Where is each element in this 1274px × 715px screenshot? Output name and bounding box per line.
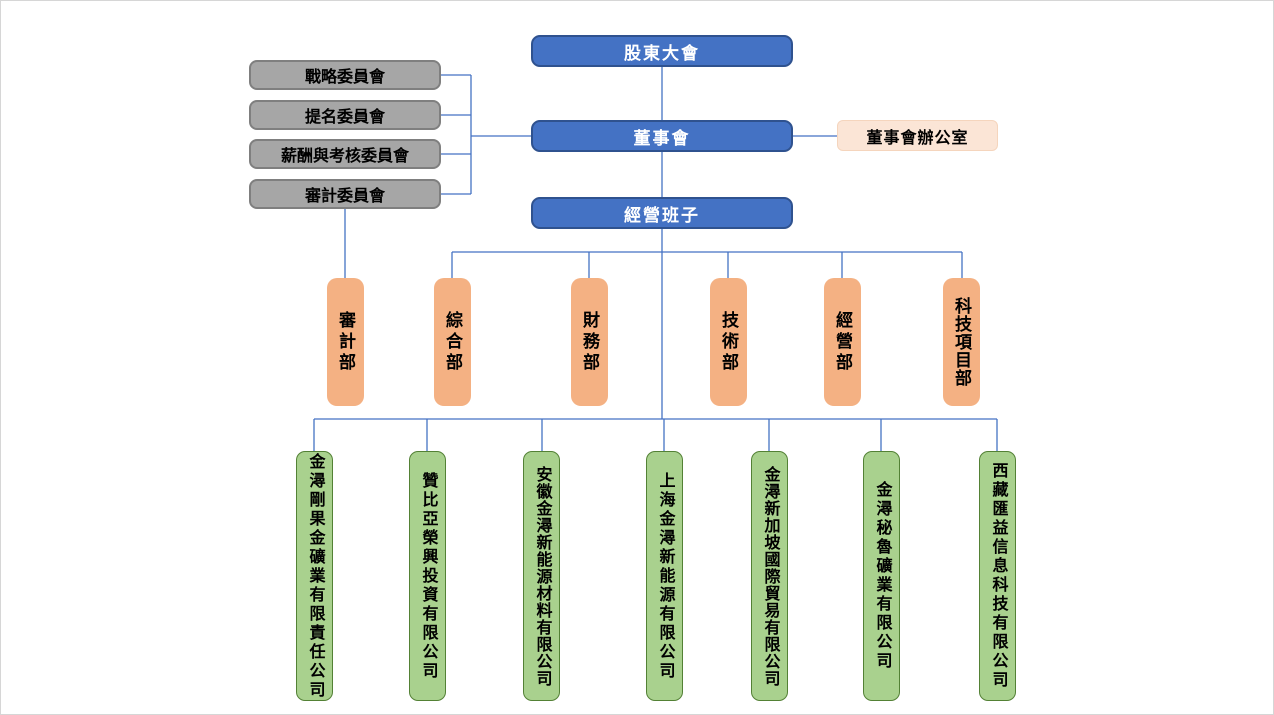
subsidiary-peru-mining: 金潯秘魯礦業有限公司 bbox=[863, 451, 900, 701]
node-label: 薪酬與考核委員會 bbox=[280, 148, 409, 165]
node-label: 戰略委員會 bbox=[304, 69, 385, 86]
dept-general: 綜合部 bbox=[434, 278, 471, 406]
node-label: 審計部 bbox=[336, 310, 355, 374]
subsidiary-shanghai-new-energy: 上海金潯新能源有限公司 bbox=[646, 451, 683, 701]
node-management-team: 經營班子 bbox=[531, 197, 793, 229]
node-board-of-directors: 董事會 bbox=[531, 120, 793, 152]
node-label: 股東大會 bbox=[624, 43, 700, 63]
subsidiary-zambia-rongxing-investment: 贊比亞榮興投資有限公司 bbox=[409, 451, 446, 701]
node-label: 上海金潯新能源有限公司 bbox=[656, 471, 674, 681]
node-label: 安徽金潯新能源材料有限公司 bbox=[533, 465, 551, 687]
node-label: 董事會辦公室 bbox=[866, 129, 969, 147]
node-label: 審計委員會 bbox=[304, 188, 385, 205]
subsidiary-tibet-huiyi-info-tech: 西藏匯益信息科技有限公司 bbox=[979, 451, 1016, 701]
node-label: 董事會 bbox=[633, 128, 691, 148]
subsidiary-congo-gold-mining: 金潯剛果金礦業有限責任公司 bbox=[296, 451, 333, 701]
dept-audit: 審計部 bbox=[327, 278, 364, 406]
node-label: 金潯新加坡國際貿易有限公司 bbox=[761, 465, 779, 687]
subsidiary-singapore-international-trading: 金潯新加坡國際貿易有限公司 bbox=[751, 451, 788, 701]
node-label: 財務部 bbox=[580, 310, 599, 374]
committee-remuneration-assessment: 薪酬與考核委員會 bbox=[249, 139, 441, 169]
node-label: 西藏匯益信息科技有限公司 bbox=[989, 462, 1007, 690]
dept-tech-projects: 科技項目部 bbox=[943, 278, 980, 406]
subsidiary-anhui-new-energy-materials: 安徽金潯新能源材料有限公司 bbox=[523, 451, 560, 701]
committee-audit: 審計委員會 bbox=[249, 179, 441, 209]
committee-nomination: 提名委員會 bbox=[249, 100, 441, 130]
node-label: 經營部 bbox=[833, 310, 852, 374]
node-board-office: 董事會辦公室 bbox=[837, 120, 998, 151]
node-label: 金潯秘魯礦業有限公司 bbox=[873, 481, 891, 671]
node-label: 贊比亞榮興投資有限公司 bbox=[419, 471, 437, 681]
node-label: 綜合部 bbox=[443, 310, 462, 374]
dept-operations: 經營部 bbox=[824, 278, 861, 406]
dept-finance: 財務部 bbox=[571, 278, 608, 406]
dept-technology: 技術部 bbox=[710, 278, 747, 406]
node-label: 技術部 bbox=[719, 310, 738, 374]
committee-strategy: 戰略委員會 bbox=[249, 60, 441, 90]
node-shareholders-meeting: 股東大會 bbox=[531, 35, 793, 67]
node-label: 金潯剛果金礦業有限責任公司 bbox=[306, 452, 324, 700]
node-label: 經營班子 bbox=[624, 205, 700, 225]
node-label: 提名委員會 bbox=[304, 109, 385, 126]
node-label: 科技項目部 bbox=[952, 297, 971, 387]
